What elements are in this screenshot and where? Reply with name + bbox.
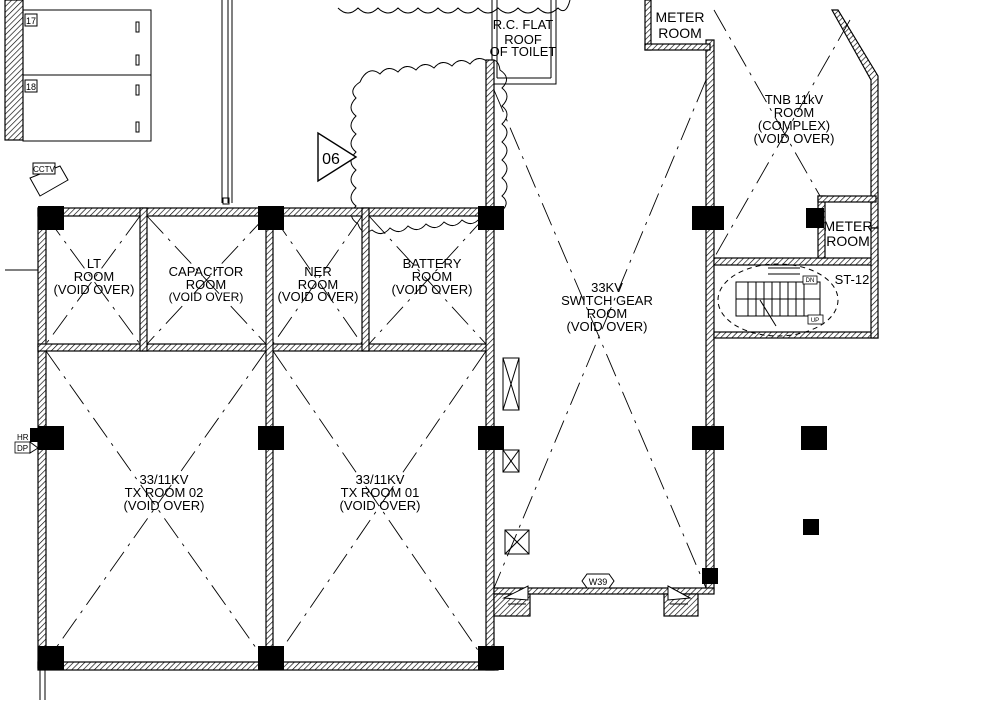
- window-tag-label: W39: [589, 577, 608, 587]
- meter-room-right-line1: METER: [824, 218, 873, 234]
- battery-room-line2: ROOM: [412, 269, 452, 284]
- rc-roof-line3: OF TOILET: [490, 44, 557, 59]
- room-labels: LT ROOM (VOID OVER) CAPACITOR ROOM (VOID…: [54, 9, 873, 513]
- tx01-room-line2: TX ROOM 01: [341, 485, 420, 500]
- hr-label: HR: [17, 433, 29, 442]
- switchgear-room-line2: SWITCH GEAR: [561, 293, 653, 308]
- tnb-room-line2: ROOM: [774, 105, 814, 120]
- capacitor-room-line3: (VOID OVER): [169, 290, 244, 304]
- columns: [38, 206, 827, 670]
- ner-room-line3: (VOID OVER): [278, 289, 359, 304]
- battery-room-line3: (VOID OVER): [392, 282, 473, 297]
- dp-label: DP: [17, 444, 28, 453]
- rc-roof-line1: R.C. FLAT: [493, 17, 553, 32]
- hr-dp-tag: HR DP: [14, 428, 39, 454]
- switchgear-room-line1: 33KV: [591, 280, 623, 295]
- meter-room-right-line2: ROOM: [826, 233, 870, 249]
- tx02-room-line3: (VOID OVER): [124, 498, 205, 513]
- void-crosses: [45, 9, 851, 663]
- cabinet-17-label: 17: [26, 16, 36, 26]
- tx01-room-line3: (VOID OVER): [340, 498, 421, 513]
- cabinet-18-label: 18: [26, 82, 36, 92]
- lt-room-line2: ROOM: [74, 269, 114, 284]
- ner-room-line2: ROOM: [298, 277, 338, 292]
- tx02-room-line1: 33/11KV: [140, 472, 189, 487]
- walls: [37, 0, 879, 671]
- tx02-room-line2: TX ROOM 02: [125, 485, 204, 500]
- rc-roof-area: R.C. FLAT ROOF OF TOILET: [490, 0, 557, 85]
- door-swings: [502, 585, 692, 605]
- window-tag: W39: [581, 573, 615, 589]
- switchgear-room-line3: ROOM: [587, 306, 627, 321]
- tnb-room-line3: (COMPLEX): [758, 118, 830, 133]
- switchgear-room-line4: (VOID OVER): [567, 319, 648, 334]
- tx01-room-line1: 33/11KV: [356, 472, 405, 487]
- cctv-label: CCTV: [33, 165, 55, 174]
- capacitor-room-line1: CAPACITOR: [169, 264, 244, 279]
- lt-room-line1: LT: [87, 256, 101, 271]
- cabinet-block: 17 18: [4, 0, 152, 142]
- revision-cloud-top: [337, 0, 571, 14]
- pipe-lines: [221, 0, 233, 205]
- rc-roof-line2: ROOF: [504, 32, 542, 47]
- meter-room-top-line1: METER: [656, 9, 705, 25]
- battery-room-line1: BATTERY: [403, 256, 462, 271]
- tnb-room-line4: (VOID OVER): [754, 131, 835, 146]
- revision-marker: 06: [317, 131, 358, 183]
- stair-id-label: ST-12: [835, 272, 870, 287]
- tnb-room-line1: TNB 11kV: [765, 92, 824, 107]
- stair-up-label: UP: [811, 318, 819, 324]
- lt-room-line3: (VOID OVER): [54, 282, 135, 297]
- stair-st12: UP DN ST-12: [717, 263, 870, 337]
- ner-room-line1: NER: [304, 264, 331, 279]
- cctv-tag: CCTV: [29, 162, 69, 197]
- vent-boxes: [502, 357, 530, 555]
- revision-number: 06: [322, 151, 340, 168]
- meter-room-top-line2: ROOM: [658, 25, 702, 41]
- stair-dn-label: DN: [806, 278, 815, 284]
- capacitor-room-line2: ROOM: [186, 277, 226, 292]
